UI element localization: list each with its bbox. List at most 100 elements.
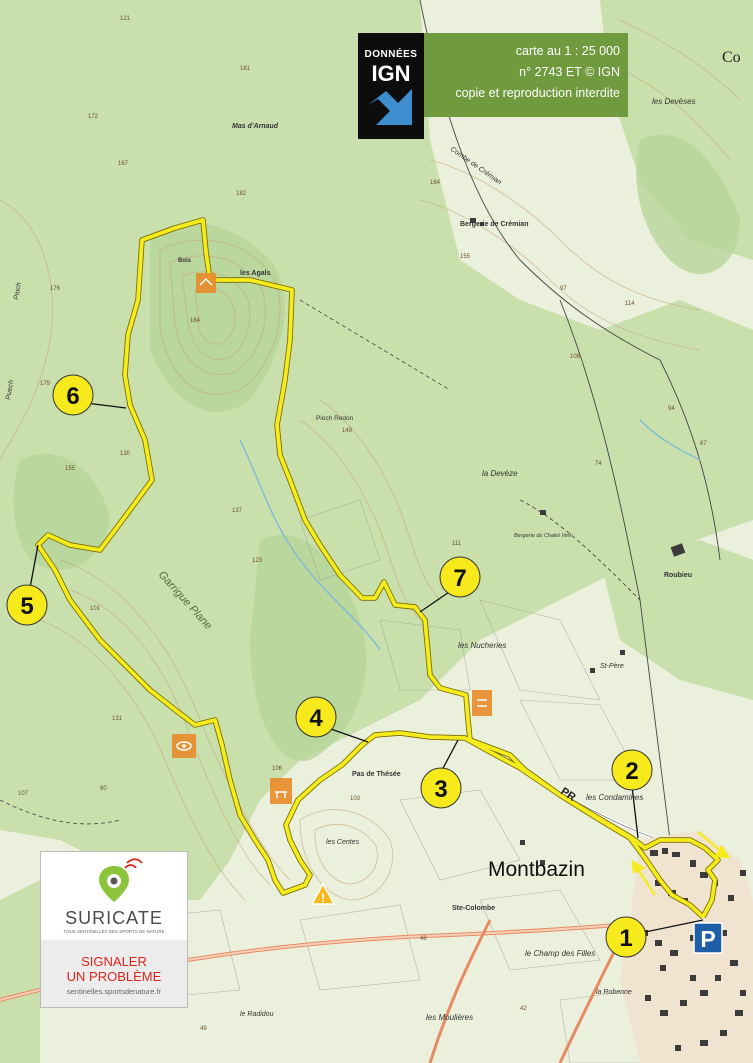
label-le-radidou: le Radidou xyxy=(240,1011,274,1018)
waypoint-6-label: 6 xyxy=(66,383,79,410)
waypoint-5[interactable]: 5 xyxy=(6,584,48,626)
svg-text:123: 123 xyxy=(252,558,263,564)
ign-copyright-note: carte au 1 : 25 000 n° 2743 ET © IGN cop… xyxy=(424,33,628,117)
waypoint-1-label: 1 xyxy=(619,925,632,952)
svg-text:114: 114 xyxy=(625,301,635,307)
svg-text:48: 48 xyxy=(420,936,427,942)
ign-logo-donnees: DONNÉES xyxy=(364,49,418,60)
svg-text:42: 42 xyxy=(520,1006,527,1012)
waypoint-4-label: 4 xyxy=(309,705,323,732)
suricate-signal-panel[interactable]: SIGNALER UN PROBLÈME sentinelles.sportsd… xyxy=(41,940,187,1007)
poi-viewpoint-icon[interactable] xyxy=(196,273,216,293)
waypoint-4[interactable]: 4 xyxy=(295,696,337,738)
ign-logo: DONNÉES IGN xyxy=(358,33,424,139)
svg-text:103: 103 xyxy=(350,796,361,802)
poi-heritage-icon[interactable] xyxy=(472,690,492,716)
svg-text:172: 172 xyxy=(88,114,99,120)
svg-text:155: 155 xyxy=(460,254,471,260)
label-les-centes: les Centes xyxy=(326,839,360,846)
label-les-agals: les Agals xyxy=(240,270,271,277)
label-bergerie-cremian: Bergerie de Crémian xyxy=(460,221,528,228)
label-ste-colombe: Ste-Colombe xyxy=(452,905,495,912)
svg-text:106: 106 xyxy=(272,766,283,772)
label-les-deveses: les Devèses xyxy=(652,97,696,106)
ign-sheet: n° 2743 ET © IGN xyxy=(519,65,620,79)
svg-text:184: 184 xyxy=(190,318,201,324)
route-line xyxy=(36,218,720,919)
contour-lines xyxy=(0,19,741,901)
svg-text:130: 130 xyxy=(120,451,131,457)
poi-dolmen-icon[interactable] xyxy=(270,778,292,804)
label-les-condamines: les Condamines xyxy=(586,793,643,802)
waypoint-7-label: 7 xyxy=(453,565,466,592)
svg-text:149: 149 xyxy=(342,428,353,434)
parking-icon[interactable]: P xyxy=(693,922,723,954)
svg-text:121: 121 xyxy=(120,16,131,22)
label-mas-arnaud: Mas d'Arnaud xyxy=(232,123,279,130)
label-les-nucheries: les Nucheries xyxy=(458,641,506,650)
svg-text:101: 101 xyxy=(90,606,101,612)
svg-text:49: 49 xyxy=(200,1026,207,1032)
ign-scale: carte au 1 : 25 000 xyxy=(515,44,620,58)
suricate-header: SURICATE TOUS SENTINELLES DES SPORTS DE … xyxy=(41,852,187,938)
ign-logo-ign: IGN xyxy=(371,61,411,86)
ign-arrow-icon xyxy=(368,89,412,125)
label-bois: Bois xyxy=(178,258,192,264)
waypoint-2[interactable]: 2 xyxy=(611,749,653,791)
svg-text:131: 131 xyxy=(112,716,123,722)
darker-woods xyxy=(13,134,740,761)
svg-text:179: 179 xyxy=(40,381,51,387)
label-st-pierre: St-Père xyxy=(600,663,624,670)
waypoint-3-label: 3 xyxy=(434,776,447,803)
signal-line-2: UN PROBLÈME xyxy=(66,969,162,984)
label-pioch: Pioch xyxy=(13,282,23,301)
label-bergerie-chalet-vert: Bergerie du Chalet Vert xyxy=(514,533,572,539)
svg-text:67: 67 xyxy=(700,441,707,447)
parking-label: P xyxy=(700,926,715,952)
suricate-pin-icon xyxy=(99,858,143,902)
warning-icon[interactable]: ! xyxy=(310,882,336,905)
ign-copyright: copie et reproduction interdite xyxy=(455,86,620,100)
svg-text:137: 137 xyxy=(232,508,243,514)
streams xyxy=(239,419,701,651)
buildings xyxy=(470,218,686,865)
waypoint-3[interactable]: 3 xyxy=(420,767,462,809)
waypoint-5-label: 5 xyxy=(20,593,33,620)
suricate-name: SURICATE xyxy=(65,908,163,928)
svg-text:106: 106 xyxy=(570,354,581,360)
label-la-deveze: la Devèze xyxy=(482,469,518,478)
svg-text:107: 107 xyxy=(18,791,29,797)
label-montbazin: Montbazin xyxy=(488,858,585,881)
svg-text:176: 176 xyxy=(50,286,61,292)
label-puech-redon: Pioch Redon xyxy=(316,415,354,422)
svg-text:155: 155 xyxy=(65,466,76,472)
waypoint-2-label: 2 xyxy=(625,758,638,785)
suricate-url[interactable]: sentinelles.sportsdenature.fr xyxy=(66,987,162,996)
svg-text:181: 181 xyxy=(240,66,251,72)
svg-text:111: 111 xyxy=(452,541,462,547)
label-les-moulieres: les Moulières xyxy=(426,1013,473,1022)
svg-text:90: 90 xyxy=(100,786,107,792)
poi-eye-icon[interactable] xyxy=(172,734,196,758)
signal-line-1: SIGNALER xyxy=(81,954,147,969)
suricate-tagline: TOUS SENTINELLES DES SPORTS DE NATURE xyxy=(63,929,165,934)
direction-arrows xyxy=(631,831,731,896)
label-champ-des-filles: le Champ des Filles xyxy=(525,949,595,958)
svg-text:94: 94 xyxy=(668,406,675,412)
waypoint-6[interactable]: 6 xyxy=(52,374,94,416)
label-co: Co xyxy=(722,49,741,66)
label-la-robenne: la Robenne xyxy=(596,989,632,996)
svg-text:167: 167 xyxy=(118,161,129,167)
waypoint-1[interactable]: 1 xyxy=(605,916,647,958)
warning-glyph: ! xyxy=(321,891,325,905)
label-roubieu: Roubieu xyxy=(664,572,692,579)
svg-text:97: 97 xyxy=(560,286,567,292)
svg-text:182: 182 xyxy=(236,191,247,197)
label-puech: Puech xyxy=(5,379,15,400)
svg-text:74: 74 xyxy=(595,461,602,467)
suricate-report-box[interactable]: SURICATE TOUS SENTINELLES DES SPORTS DE … xyxy=(40,851,188,1008)
label-pas-de-thesee: Pas de Thésée xyxy=(352,771,401,778)
waypoint-7[interactable]: 7 xyxy=(439,556,481,598)
svg-text:164: 164 xyxy=(430,180,441,186)
